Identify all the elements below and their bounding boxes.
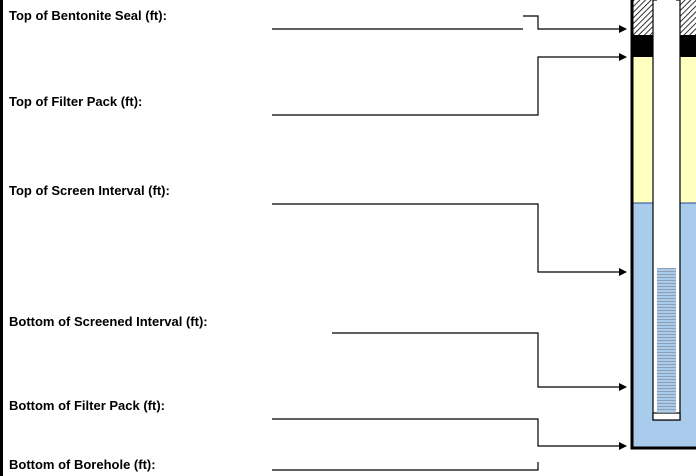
leader-bottom-of-filter-pack <box>272 418 627 450</box>
label-bottom-of-borehole: Bottom of Borehole (ft): <box>9 457 156 472</box>
leader-bottom-of-screened-interval <box>332 332 627 391</box>
leader-bottom-of-borehole <box>272 462 539 471</box>
label-top-of-filter-pack: Top of Filter Pack (ft): <box>9 94 143 109</box>
screen-interval <box>657 268 676 413</box>
casing-bottom-cap <box>652 412 681 421</box>
left-border <box>0 0 3 476</box>
label-top-of-screen-interval: Top of Screen Interval (ft): <box>9 183 170 198</box>
leader-bentonite-arrow <box>523 15 627 33</box>
borehole-outline <box>630 0 696 450</box>
leader-top-of-filter-pack <box>272 53 627 116</box>
label-top-of-bentonite-seal: Top of Bentonite Seal (ft): <box>9 8 167 23</box>
label-bottom-of-filter-pack: Bottom of Filter Pack (ft): <box>9 398 165 413</box>
label-bottom-of-screened-interval: Bottom of Screened Interval (ft): <box>9 314 208 329</box>
leader-top-of-screen-interval <box>272 203 627 276</box>
